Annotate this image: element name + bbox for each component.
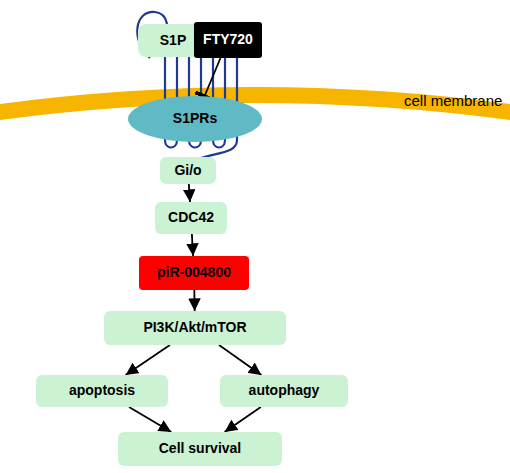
- receptor-ellipse: S1PRs: [128, 96, 262, 142]
- process-box: CDC42: [155, 202, 227, 234]
- node-text: S1PRs: [173, 111, 217, 126]
- node-text: PI3K/Akt/mTOR: [143, 320, 246, 335]
- arrow-connector: [225, 407, 261, 432]
- arrow-connector: [126, 345, 170, 375]
- arrow-connector: [192, 234, 193, 256]
- highlight-box: piR-004800: [139, 256, 249, 290]
- arrow-connector: [219, 345, 261, 375]
- node-text: Gi/o: [174, 163, 201, 178]
- node-text: Cell survival: [159, 441, 242, 456]
- process-box: apoptosis: [36, 375, 168, 407]
- drug-box: FTY720: [194, 22, 262, 58]
- process-box: Gi/o: [160, 157, 216, 184]
- arrow-connector: [189, 184, 190, 202]
- outcome-box: Cell survival: [118, 432, 282, 466]
- node-text: CDC42: [168, 210, 214, 225]
- node-text: apoptosis: [69, 383, 135, 398]
- process-box: PI3K/Akt/mTOR: [104, 311, 286, 345]
- membrane-label: cell membrane: [404, 92, 502, 109]
- node-text: autophagy: [249, 383, 320, 398]
- arrow-connector: [193, 290, 195, 311]
- node-text: FTY720: [203, 32, 253, 47]
- arrow-connector: [129, 407, 171, 432]
- node-text: S1P: [160, 33, 186, 48]
- inhibition-line: [205, 58, 221, 96]
- process-box: autophagy: [220, 375, 348, 407]
- node-text: piR-004800: [157, 265, 231, 280]
